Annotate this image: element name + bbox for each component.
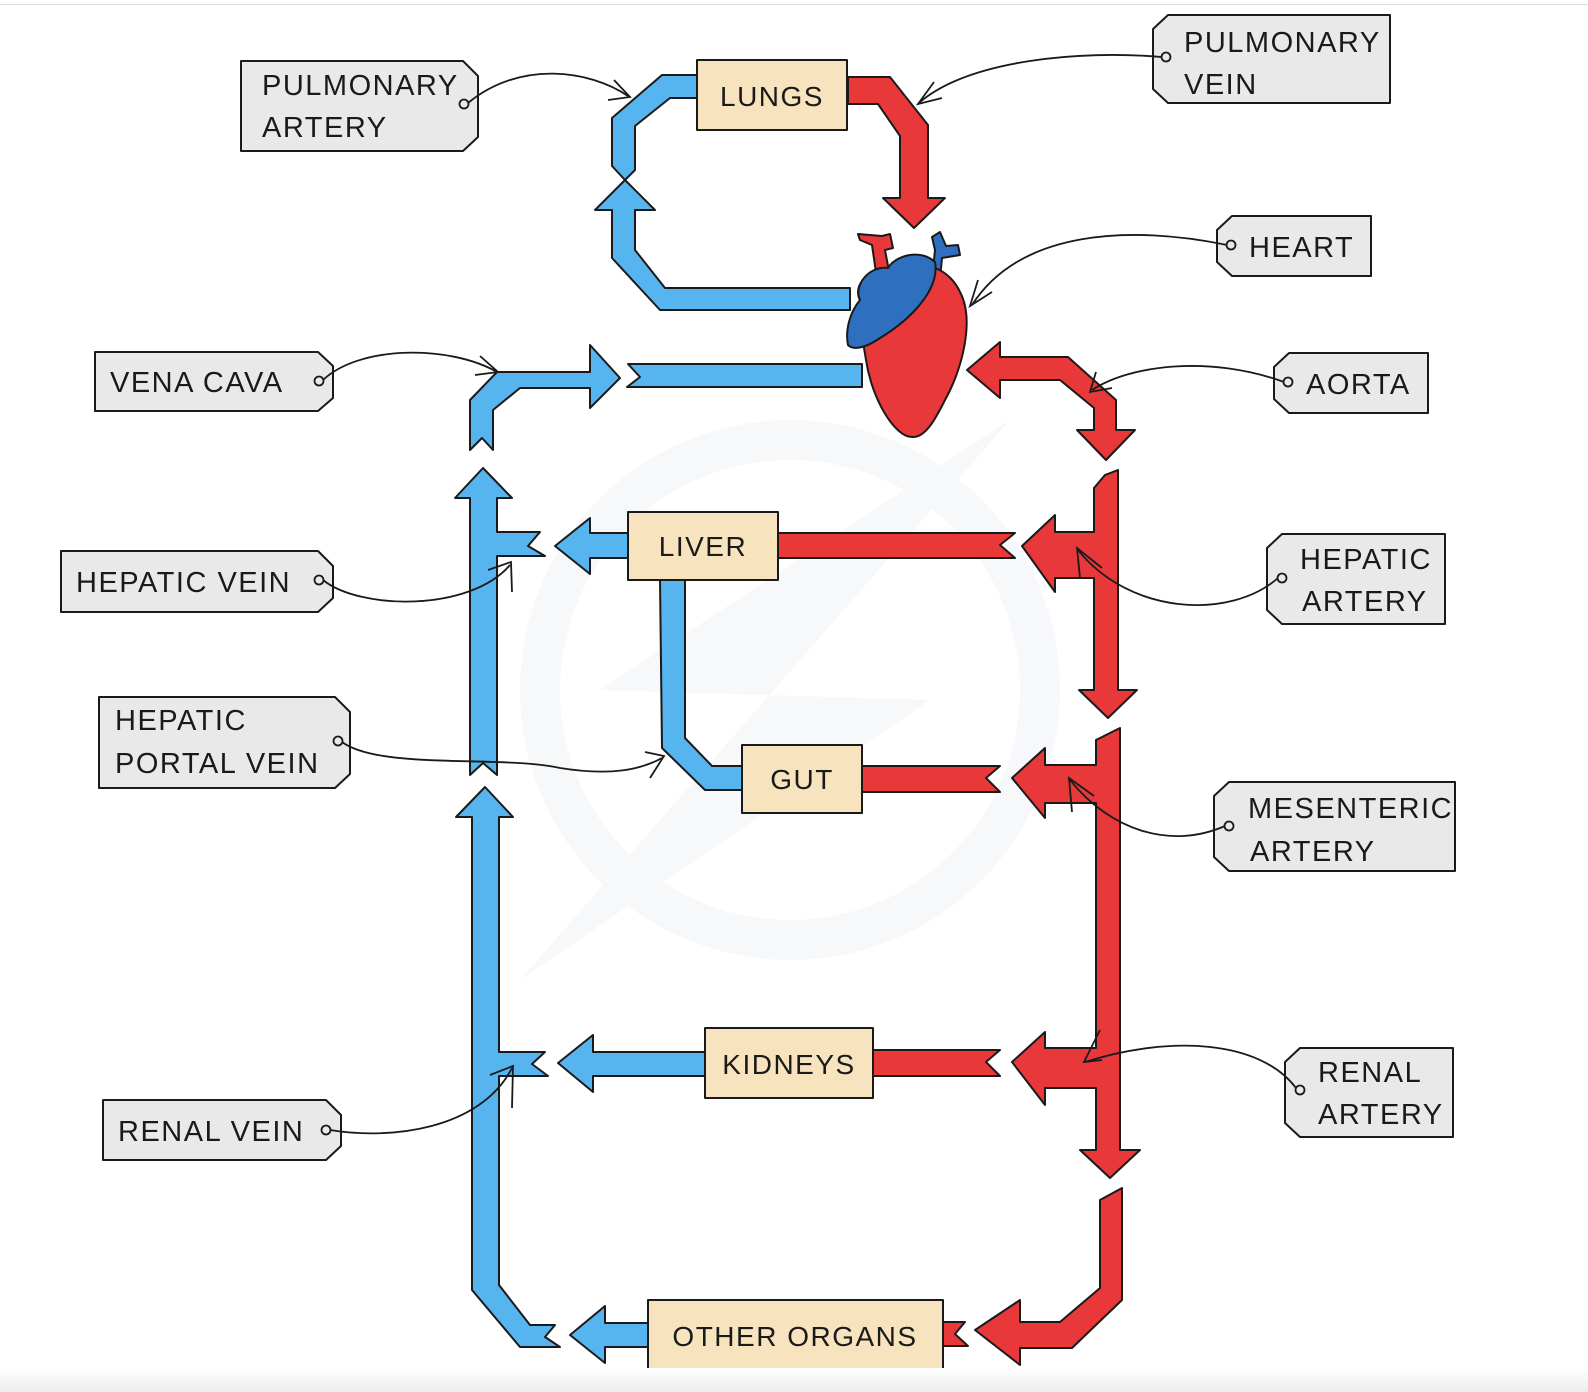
renal-vein-text: RENAL VEIN xyxy=(118,1116,304,1148)
mesenteric-artery-line2: ARTERY xyxy=(1250,836,1376,868)
arrowhead-vena-cava xyxy=(474,355,501,376)
liver-box: LIVER xyxy=(627,511,779,581)
heart-right-side xyxy=(846,253,937,349)
pointer-renal-vein xyxy=(329,1067,513,1135)
arrowhead-heart xyxy=(968,279,993,309)
renal-artery-vessel xyxy=(872,1049,1001,1077)
arrowhead-pulmonary-vein xyxy=(915,81,943,106)
pointer-mesenteric-artery xyxy=(1069,779,1226,838)
tag-aorta: AORTA xyxy=(1273,352,1429,414)
oxygenated-vessels xyxy=(777,76,1141,1366)
pointer-hepatic-vein xyxy=(322,564,511,603)
arrowhead-hepatic-vein xyxy=(487,560,513,593)
tag-renal-artery: RENAL ARTERY xyxy=(1284,1047,1454,1138)
arrowhead-hepatic-portal-vein xyxy=(644,751,666,779)
tag-mesenteric-artery: MESENTERIC ARTERY xyxy=(1213,781,1456,872)
tag-hepatic-artery: HEPATIC ARTERY xyxy=(1266,533,1446,625)
gut-label: GUT xyxy=(770,764,834,795)
arrowhead-renal-artery xyxy=(1082,1029,1103,1064)
kidneys-label: KIDNEYS xyxy=(722,1049,855,1080)
hepatic-vein-text: HEPATIC VEIN xyxy=(76,567,291,599)
arrowhead-mesenteric-artery xyxy=(1067,776,1095,813)
hepatic-vein-trunk xyxy=(454,467,546,776)
aorta-text: AORTA xyxy=(1306,369,1411,401)
hepatic-artery-line2: ARTERY xyxy=(1302,586,1428,618)
tag-heart: HEART xyxy=(1216,215,1372,277)
tag-hepatic-portal-vein: HEPATIC PORTAL VEIN xyxy=(98,696,351,789)
organ-boxes: LUNGS LIVER GUT KIDNEYS OTHER ORGANS xyxy=(627,59,944,1371)
bottom-edge-shadow xyxy=(0,1368,1588,1392)
pulmonary-vein-line1: PULMONARY xyxy=(1184,27,1381,59)
pointer-hepatic-portal-vein xyxy=(341,741,663,773)
hepatic-portal-vein-line1: HEPATIC xyxy=(115,705,247,737)
tag-pulmonary-vein: PULMONARY VEIN xyxy=(1152,14,1391,104)
arrowhead-aorta xyxy=(1088,371,1113,394)
pulmonary-artery-line2: ARTERY xyxy=(262,112,388,144)
tag-pulmonary-artery: PULMONARY ARTERY xyxy=(240,60,479,152)
heart-text: HEART xyxy=(1249,232,1354,264)
watermark-logo xyxy=(520,420,1060,980)
tag-vena-cava: VENA CAVA xyxy=(94,351,334,412)
pointer-heart xyxy=(971,234,1228,306)
renal-artery-line1: RENAL xyxy=(1318,1057,1422,1089)
mesenteric-artery-vessel xyxy=(861,765,1001,793)
gut-box: GUT xyxy=(741,744,863,814)
pointer-aorta xyxy=(1091,365,1285,391)
pointer-pulmonary-vein xyxy=(919,54,1163,103)
pointer-vena-cava xyxy=(322,351,498,381)
arrowhead-hepatic-artery xyxy=(1075,545,1103,579)
other-organs-outflow xyxy=(569,1305,649,1364)
renal-vein-outflow xyxy=(557,1034,706,1093)
descending-aorta-lower xyxy=(974,1187,1123,1366)
vena-cava-into-heart xyxy=(626,363,863,388)
tag-hepatic-vein: HEPATIC VEIN xyxy=(60,550,334,613)
vena-cava-text: VENA CAVA xyxy=(110,367,284,399)
other-organs-inflow xyxy=(941,1321,969,1347)
descending-aorta-upper xyxy=(1021,469,1138,719)
arrowhead-pulmonary-artery xyxy=(607,79,632,101)
hepatic-artery-line1: HEPATIC xyxy=(1300,544,1432,576)
lungs-label: LUNGS xyxy=(720,81,824,112)
arrowhead-renal-vein xyxy=(489,1064,514,1109)
pointer-renal-artery xyxy=(1084,1044,1297,1089)
tag-renal-vein: RENAL VEIN xyxy=(102,1099,342,1161)
vena-cava-vessel xyxy=(469,344,621,451)
liver-label: LIVER xyxy=(659,531,747,562)
pulmonary-artery-vessel xyxy=(594,179,851,311)
renal-artery-line2: ARTERY xyxy=(1318,1099,1444,1131)
pointer-pulmonary-artery xyxy=(467,72,629,104)
pointer-hepatic-artery xyxy=(1077,549,1279,606)
lungs-box: LUNGS xyxy=(696,59,848,131)
other-organs-label: OTHER ORGANS xyxy=(672,1321,917,1352)
label-tags: PULMONARY ARTERY VENA CAVA HEPATIC VEIN … xyxy=(60,14,1456,1161)
liver-outflow-vessel xyxy=(554,517,629,575)
hepatic-artery-vessel xyxy=(777,532,1016,559)
pulmonary-vein-vessel xyxy=(847,76,946,229)
pulmonary-artery-line1: PULMONARY xyxy=(262,70,459,102)
top-border xyxy=(0,4,1588,5)
hepatic-portal-vein-line2: PORTAL VEIN xyxy=(115,748,320,780)
heart-illustration xyxy=(846,231,968,439)
other-organs-box: OTHER ORGANS xyxy=(647,1299,944,1371)
kidneys-box: KIDNEYS xyxy=(704,1027,874,1099)
pointer-lines xyxy=(322,54,1297,1135)
mesenteric-artery-line1: MESENTERIC xyxy=(1248,793,1453,825)
pulmonary-vein-line2: VEIN xyxy=(1184,69,1258,101)
descending-aorta-middle xyxy=(1011,727,1141,1179)
aorta-vessel xyxy=(966,341,1136,461)
